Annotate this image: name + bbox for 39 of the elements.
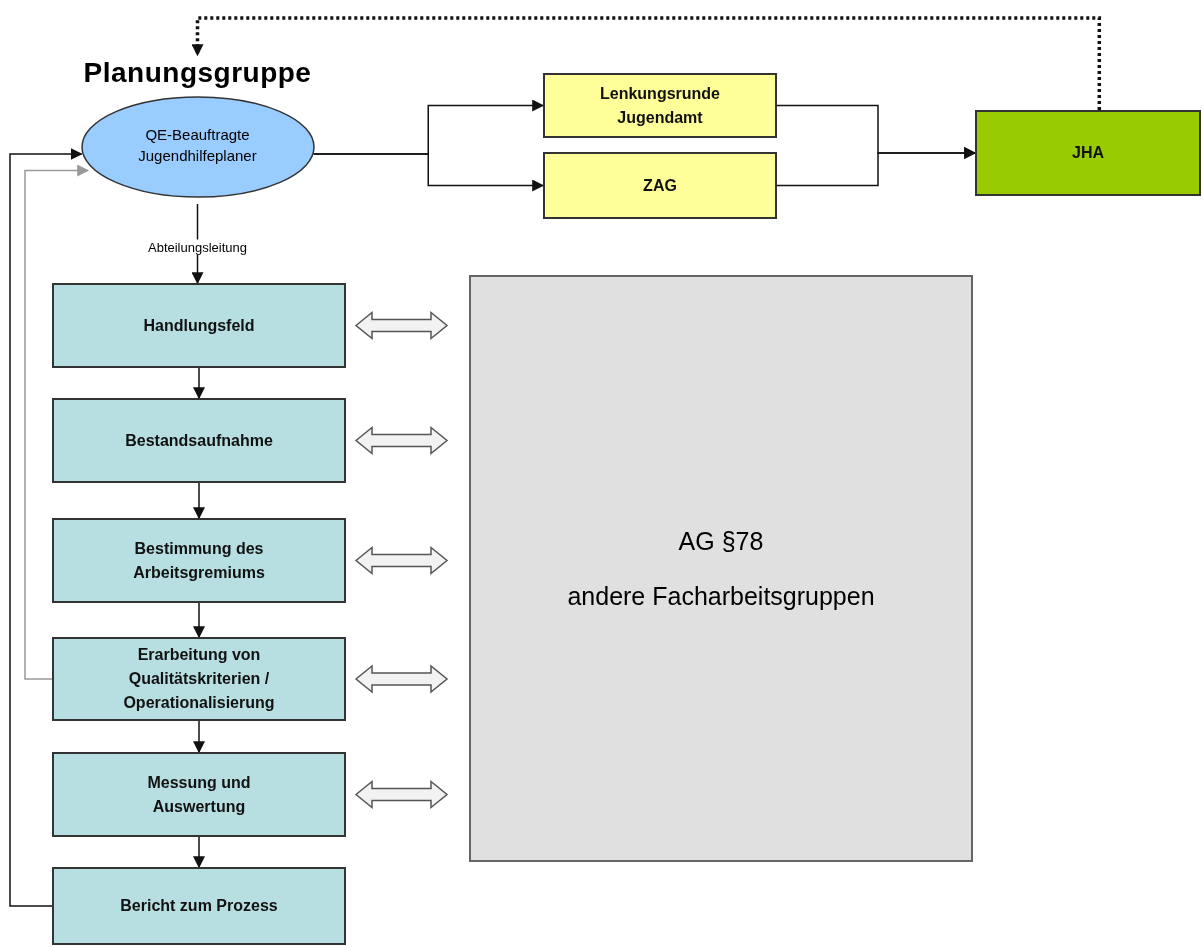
double-arrow [354,310,449,341]
box-label: Bestimmung des Arbeitsgremiums [132,538,266,583]
process-box [543,152,777,219]
arrow [776,147,977,187]
double-arrow [354,779,449,810]
process-box [975,110,1201,196]
box-label: Bericht zum Prozess [119,896,279,916]
dotted-arrow [191,16,1102,110]
process-box [52,867,346,945]
box-label: JHA [1071,143,1105,163]
box-label: Messung und Auswertung [146,772,252,817]
process-box [543,73,777,138]
arrow [193,602,205,639]
group-heading: Planungsgruppe [83,56,312,90]
panel-text: AG §78 [678,526,764,556]
double-arrow [354,545,449,576]
node-label: QE-Beauftragte Jugendhilfeplaner [137,125,258,166]
edge-label: Abteilungsleitung [146,239,249,254]
arrow [312,153,545,192]
box-label: ZAG [642,175,678,196]
arrow [193,367,205,400]
process-box [52,283,346,368]
arrow [24,164,90,680]
double-arrow [354,425,449,456]
double-arrow [354,664,449,694]
box-label: Handlungsfeld [142,315,256,336]
arrow [193,836,205,869]
box-label: Lenkungsrunde Jugendamt [599,83,721,128]
arrow [193,720,205,754]
process-box [52,518,346,603]
process-box [52,398,346,483]
box-label: Erarbeitung von Qualitätskriterien / Operationalisierung [122,645,276,713]
process-box [52,637,346,721]
box-label: Bestandsaufnahme [124,430,274,451]
panel-text: andere Facharbeitsgruppen [567,581,875,611]
arrow [9,148,83,907]
arrow [193,482,205,520]
group-panel [469,275,973,862]
process-box [52,752,346,837]
